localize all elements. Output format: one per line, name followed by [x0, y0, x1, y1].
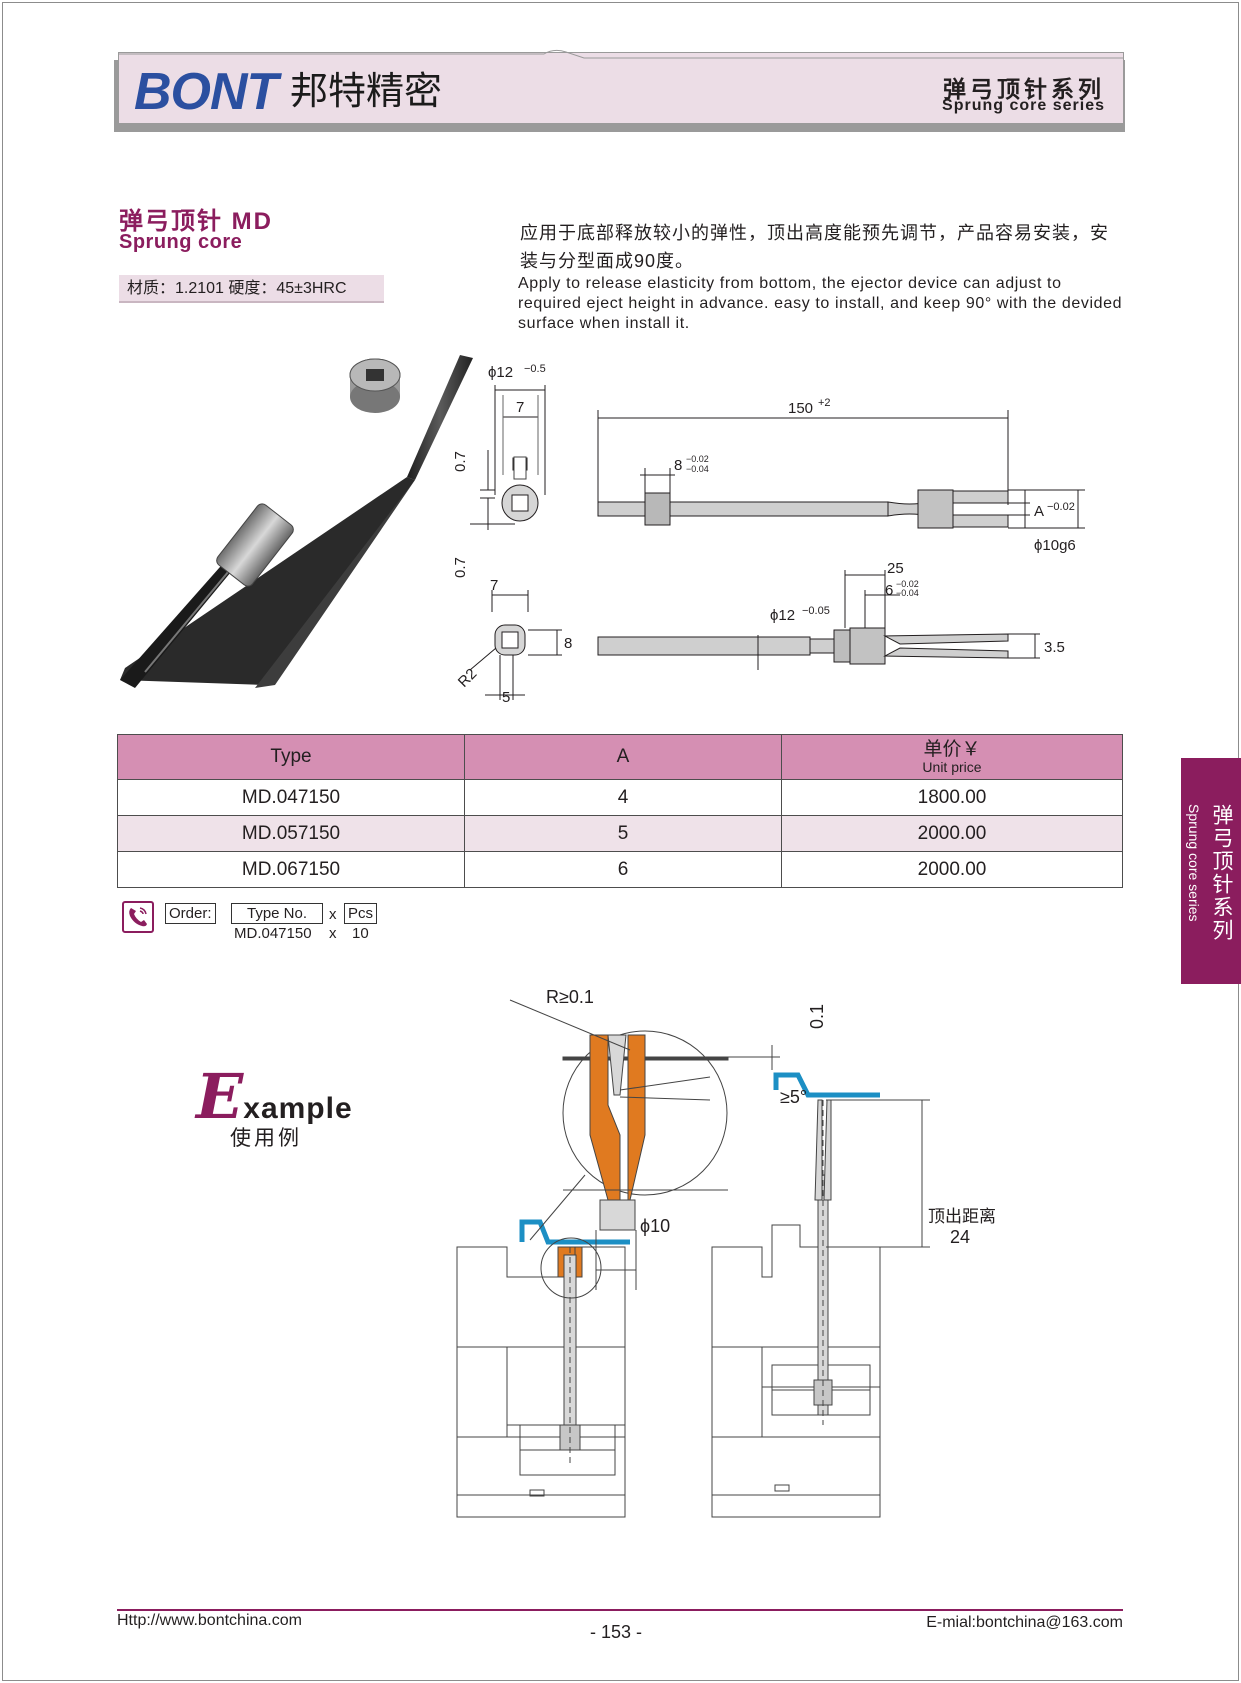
table-row: MD.057150 5 2000.00 [117, 815, 1123, 852]
dim-d12b: ϕ12 [770, 607, 795, 624]
col-price: 单价￥Unit price [781, 734, 1123, 780]
order-label: Order: [165, 903, 216, 924]
order-example-qty: 10 [352, 925, 369, 942]
product-title-en: Sprung core [119, 231, 243, 253]
footer-rule [117, 1609, 1123, 1611]
example-title-cn: 使用例 [230, 1127, 302, 1150]
dim-r2: R2 [455, 665, 481, 691]
price-table: Type A 单价￥Unit price MD.047150 4 1800.00… [117, 734, 1123, 888]
dim-a: A [1034, 503, 1044, 520]
dim-d12b-tol: −0.05 [802, 605, 830, 617]
cell-a: 5 [464, 815, 782, 852]
dim-t35: 3.5 [1044, 639, 1065, 656]
header-bar [118, 52, 1124, 124]
col-type: Type [117, 734, 465, 780]
order-type-no: Type No. [231, 903, 323, 924]
dim-t07-top: 0.7 [452, 451, 469, 472]
dim-a-tol: −0.02 [1047, 501, 1075, 513]
dim-d8: 8 [674, 457, 682, 474]
technical-drawing: ϕ12 −0.5 7 0.7 0.7 150 +2 8 −0.02 −0.04 … [452, 363, 1085, 706]
dim-h8: 8 [564, 635, 572, 652]
table-row: MD.067150 6 2000.00 [117, 851, 1123, 888]
ex-d10: ϕ10 [640, 1216, 670, 1236]
dim-d8-tol-up: −0.02 [686, 454, 709, 464]
order-pcs: Pcs [344, 903, 378, 924]
series-title-en: Sprung core series [942, 97, 1105, 114]
dim-d8-tol-lo: −0.04 [686, 464, 709, 474]
ex-gap: 0.1 [807, 1004, 827, 1029]
material-spec: 材质：1.2101 硬度：45±3HRC [119, 275, 384, 303]
footer-email: E-mial:bontchina@163.com [926, 1614, 1123, 1631]
side-tab-cn: 弹弓顶针系列 [1210, 804, 1233, 942]
dim-l6: 6 [885, 582, 893, 599]
ex-angle: ≥5° [780, 1087, 807, 1107]
cell-a: 6 [464, 851, 782, 888]
dim-l25: 25 [887, 560, 904, 577]
dim-d12: ϕ12 [488, 364, 513, 381]
dim-t07-bottom: 0.7 [452, 557, 469, 578]
logo-cn: 邦特精密 [290, 69, 443, 113]
side-tab: Sprung core series 弹弓顶针系列 [1181, 758, 1241, 984]
cell-type: MD.047150 [117, 779, 465, 816]
product-photo [120, 355, 473, 688]
order-example-x: x [329, 925, 337, 942]
dim-len150-tol: +2 [818, 397, 831, 409]
series-title-cn: 弹弓顶针系列 [943, 76, 1105, 102]
col-a: A [464, 734, 782, 780]
example-diagram: R≥0.1 0.1 ≥5° ϕ10 顶出距离 24 [456, 987, 996, 1518]
product-title-cn: 弹弓顶针 MD [119, 208, 273, 235]
phone-icon [122, 901, 154, 933]
description-en: Apply to release elasticity from bottom,… [518, 275, 1123, 332]
order-example-type: MD.047150 [234, 925, 312, 942]
dim-d12-tol: −0.5 [524, 363, 546, 375]
ex-eject-cn: 顶出距离 [928, 1207, 996, 1226]
page-number: - 153 - [590, 1622, 643, 1642]
dim-l6-tol-lo: −0.04 [896, 588, 919, 598]
dim-w5: 5 [502, 689, 510, 706]
cell-price: 1800.00 [781, 779, 1123, 816]
cell-price: 2000.00 [781, 815, 1123, 852]
ex-r-label: R≥0.1 [546, 987, 594, 1007]
logo: BONT [134, 63, 278, 121]
dim-l6-tol-up: −0.02 [896, 579, 919, 589]
ex-eject-val: 24 [950, 1227, 970, 1247]
side-tab-en: Sprung core series [1186, 804, 1202, 922]
dim-d10: ϕ10g6 [1034, 537, 1076, 554]
cell-a: 4 [464, 779, 782, 816]
header-tab-shape [118, 49, 1124, 59]
dim-w7b: 7 [490, 577, 498, 594]
order-x: x [329, 906, 337, 923]
cell-type: MD.057150 [117, 815, 465, 852]
dim-w7: 7 [516, 399, 524, 416]
footer-url: Http://www.bontchina.com [117, 1612, 302, 1629]
cell-type: MD.067150 [117, 851, 465, 888]
cell-price: 2000.00 [781, 851, 1123, 888]
example-title: Example [196, 1060, 353, 1133]
dim-len150: 150 [788, 400, 813, 417]
table-row: MD.047150 4 1800.00 [117, 779, 1123, 816]
description-cn: 应用于底部释放较小的弹性，顶出高度能预先调节，产品容易安装，安装与分型面成90度… [520, 223, 1109, 271]
